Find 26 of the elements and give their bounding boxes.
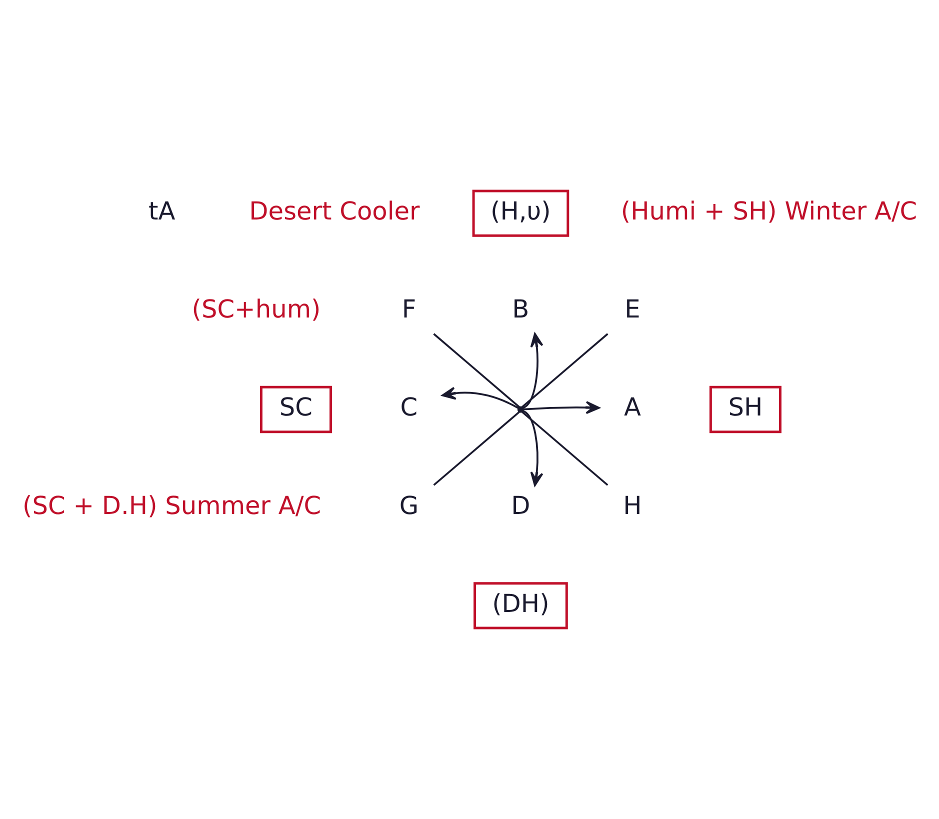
node-text: B xyxy=(512,294,530,324)
node-box: (DH) xyxy=(474,582,568,630)
node-box: SH xyxy=(709,386,782,434)
node-text: D xyxy=(511,490,530,520)
node-text: H xyxy=(623,490,642,520)
node-text: F xyxy=(402,294,416,324)
connector xyxy=(522,411,608,486)
node-text: C xyxy=(400,392,418,422)
node-circle xyxy=(517,406,524,413)
label: Desert Cooler xyxy=(249,196,420,226)
label: (SC + D.H) Summer A/C xyxy=(22,490,322,520)
node-text: E xyxy=(624,294,640,324)
connector xyxy=(433,411,520,486)
arrow xyxy=(524,401,600,414)
label: (Humi + SH) Winter A/C xyxy=(620,196,918,226)
connector xyxy=(521,333,608,408)
node-text: A xyxy=(624,392,641,422)
label: (SC+hum) xyxy=(192,294,321,324)
label: tA xyxy=(148,196,176,226)
arrow xyxy=(522,410,544,486)
arrow xyxy=(522,332,544,409)
node-box: (H,υ) xyxy=(472,190,570,237)
arrow xyxy=(442,386,519,409)
node-text: G xyxy=(399,490,419,520)
connector xyxy=(433,333,520,408)
node-box: SC xyxy=(260,386,332,434)
